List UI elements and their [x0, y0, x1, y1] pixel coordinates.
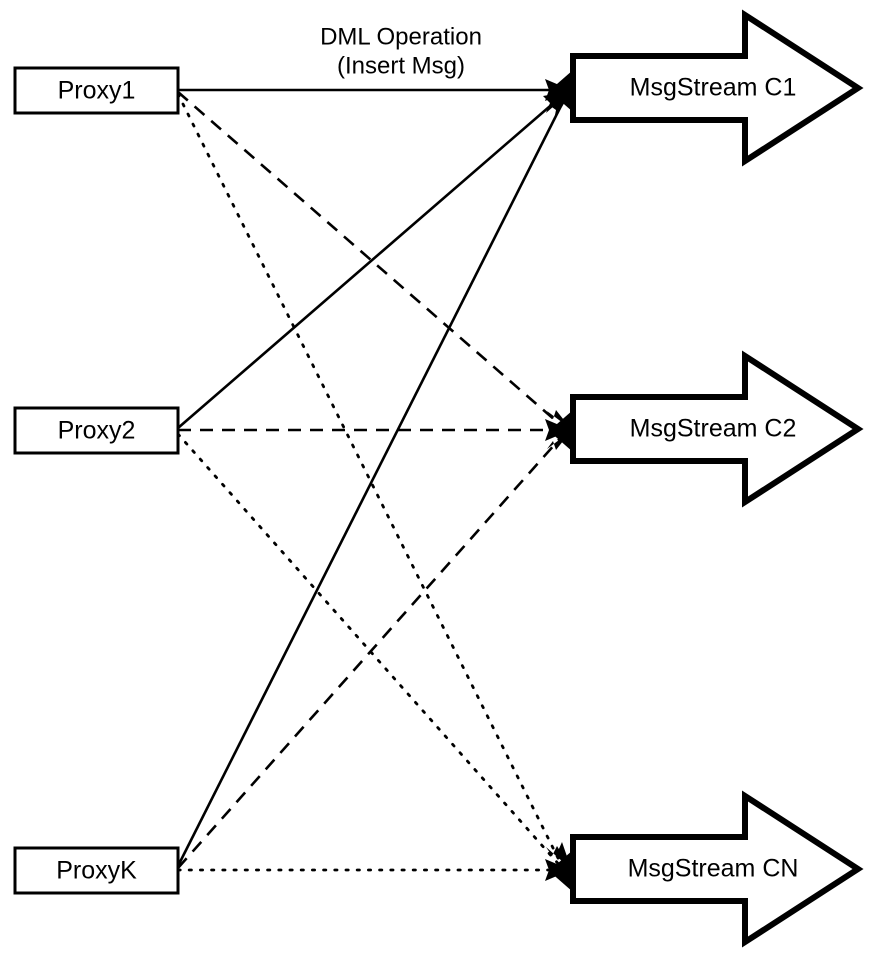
- stream-label-c1: MsgStream C1: [630, 74, 797, 102]
- proxy-box-rect-proxyK[interactable]: [13, 846, 180, 895]
- connection-proxy1-to-cn[interactable]: [176, 92, 564, 868]
- arrowhead-cap-c1: [549, 70, 573, 112]
- proxy-box-rect-proxy2[interactable]: [13, 406, 180, 455]
- connection-group-proxy1: [176, 88, 566, 868]
- block-arrow-icon-cn[interactable]: [570, 790, 864, 948]
- proxy-label-proxyK: ProxyK: [56, 857, 137, 885]
- proxy-node-proxy1[interactable]: Proxy1: [13, 66, 180, 115]
- arrowhead-cap-c2: [549, 410, 573, 452]
- stream-node-c1[interactable]: MsgStream C1: [570, 9, 864, 167]
- proxy-node-proxy2[interactable]: Proxy2: [13, 406, 180, 455]
- block-arrow-icon-c1[interactable]: [570, 9, 864, 167]
- connection-proxy1-to-c2[interactable]: [177, 91, 565, 429]
- stream-node-c2[interactable]: MsgStream C2: [570, 350, 864, 508]
- connection-group-proxyK: [176, 95, 568, 872]
- proxy-label-proxy2: Proxy2: [58, 417, 136, 445]
- connection-proxyK-to-c2[interactable]: [177, 433, 565, 869]
- arrowhead-cluster-c1: [543, 70, 573, 120]
- connection-proxyK-to-c1[interactable]: [176, 95, 568, 867]
- edge-label-line1: DML Operation: [320, 23, 482, 50]
- connection-proxy2-to-cn[interactable]: [176, 432, 564, 870]
- edge-label-line2: (Insert Msg): [337, 52, 465, 79]
- block-arrow-icon-c2[interactable]: [570, 350, 864, 508]
- proxy-box-rect-proxy1[interactable]: [13, 66, 180, 115]
- stream-node-cn[interactable]: MsgStream CN: [570, 790, 864, 948]
- connection-group-proxy2: [176, 93, 566, 870]
- stream-label-cn: MsgStream CN: [628, 855, 799, 883]
- proxy-node-proxyK[interactable]: ProxyK: [13, 846, 180, 895]
- arrowhead-cluster-c2: [545, 410, 573, 452]
- arrowhead-cap-cn: [549, 850, 573, 892]
- proxy-label-proxy1: Proxy1: [58, 77, 136, 105]
- stream-label-c2: MsgStream C2: [630, 415, 797, 443]
- connection-proxy2-to-c1[interactable]: [177, 93, 565, 429]
- arrowhead-cluster-cn: [545, 842, 573, 892]
- edge-label-dml-operation: DML Operation (Insert Msg): [320, 23, 482, 79]
